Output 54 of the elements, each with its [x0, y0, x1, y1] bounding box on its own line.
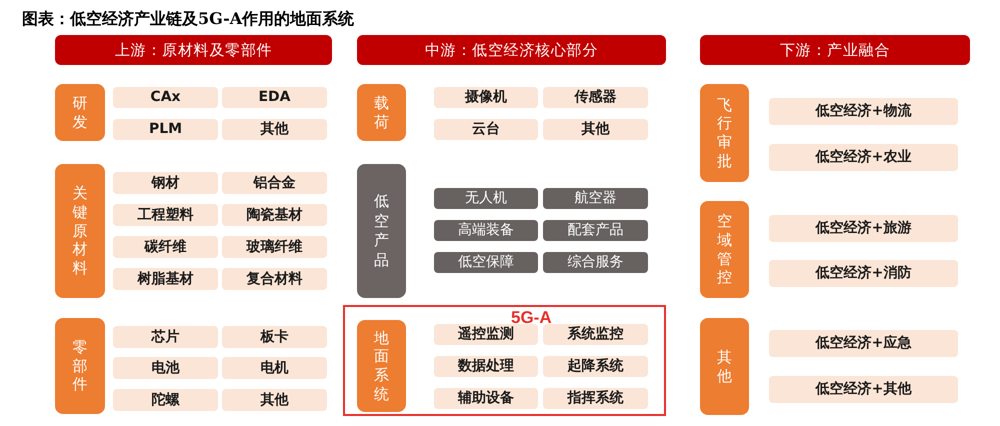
category-box: 低空产品	[357, 164, 406, 298]
item-box: 低空经济+消防	[769, 260, 958, 286]
category-box: 关键原材料	[55, 164, 105, 298]
item-box: 辅助设备	[434, 388, 538, 408]
item-box: 钢材	[113, 172, 218, 194]
item-box: 航空器	[543, 188, 648, 208]
section-header: 下游：产业融合	[700, 35, 970, 65]
section-header: 中游：低空经济核心部分	[357, 35, 666, 65]
item-box: 无人机	[434, 188, 538, 208]
item-box: 云台	[434, 118, 538, 140]
item-box: 传感器	[543, 86, 648, 108]
item-box: 电池	[113, 357, 218, 379]
item-box: PLM	[113, 118, 218, 140]
category-box: 零部件	[55, 318, 105, 414]
item-box: 综合服务	[543, 252, 648, 272]
item-box: 陀螺	[113, 389, 218, 411]
category-box: 研发	[55, 84, 105, 141]
item-box: 碳纤维	[113, 236, 218, 258]
item-box: 遥控监测	[434, 324, 538, 344]
item-box: 数据处理	[434, 356, 538, 376]
category-box: 飞行审批	[700, 84, 749, 182]
item-box: 低空保障	[434, 252, 538, 272]
category-box: 其他	[700, 318, 749, 415]
item-box: 板卡	[222, 326, 327, 348]
item-box: 复合材料	[222, 268, 327, 290]
item-box: 芯片	[113, 326, 218, 348]
item-box: 低空经济+旅游	[769, 214, 958, 242]
item-box: 其他	[543, 118, 648, 140]
item-box: 陶瓷基材	[222, 204, 327, 226]
item-box: 工程塑料	[113, 204, 218, 226]
item-box: CAx	[113, 86, 218, 108]
item-box: 摄像机	[434, 86, 538, 108]
item-box: 电机	[222, 357, 327, 379]
item-box: 配套产品	[543, 220, 648, 240]
item-box: EDA	[222, 86, 327, 108]
item-box: 低空经济+应急	[769, 330, 958, 356]
section-header: 上游：原材料及零部件	[55, 35, 332, 65]
category-box: 空域管控	[700, 201, 749, 298]
item-box: 指挥系统	[543, 388, 648, 408]
item-box: 其他	[222, 118, 327, 140]
figure-title: 图表：低空经济产业链及5G-A作用的地面系统	[22, 8, 354, 30]
item-box: 系统监控	[543, 324, 648, 344]
item-box: 起降系统	[543, 356, 648, 376]
item-box: 玻璃纤维	[222, 236, 327, 258]
item-box: 高端装备	[434, 220, 538, 240]
item-box: 其他	[222, 389, 327, 411]
item-box: 低空经济+物流	[769, 98, 958, 124]
category-box: 地面系统	[357, 320, 406, 412]
item-box: 铝合金	[222, 172, 327, 194]
item-box: 树脂基材	[113, 268, 218, 290]
category-box: 载荷	[357, 84, 406, 141]
item-box: 低空经济+其他	[769, 376, 958, 402]
item-box: 低空经济+农业	[769, 144, 958, 170]
highlight-frame	[343, 305, 666, 416]
